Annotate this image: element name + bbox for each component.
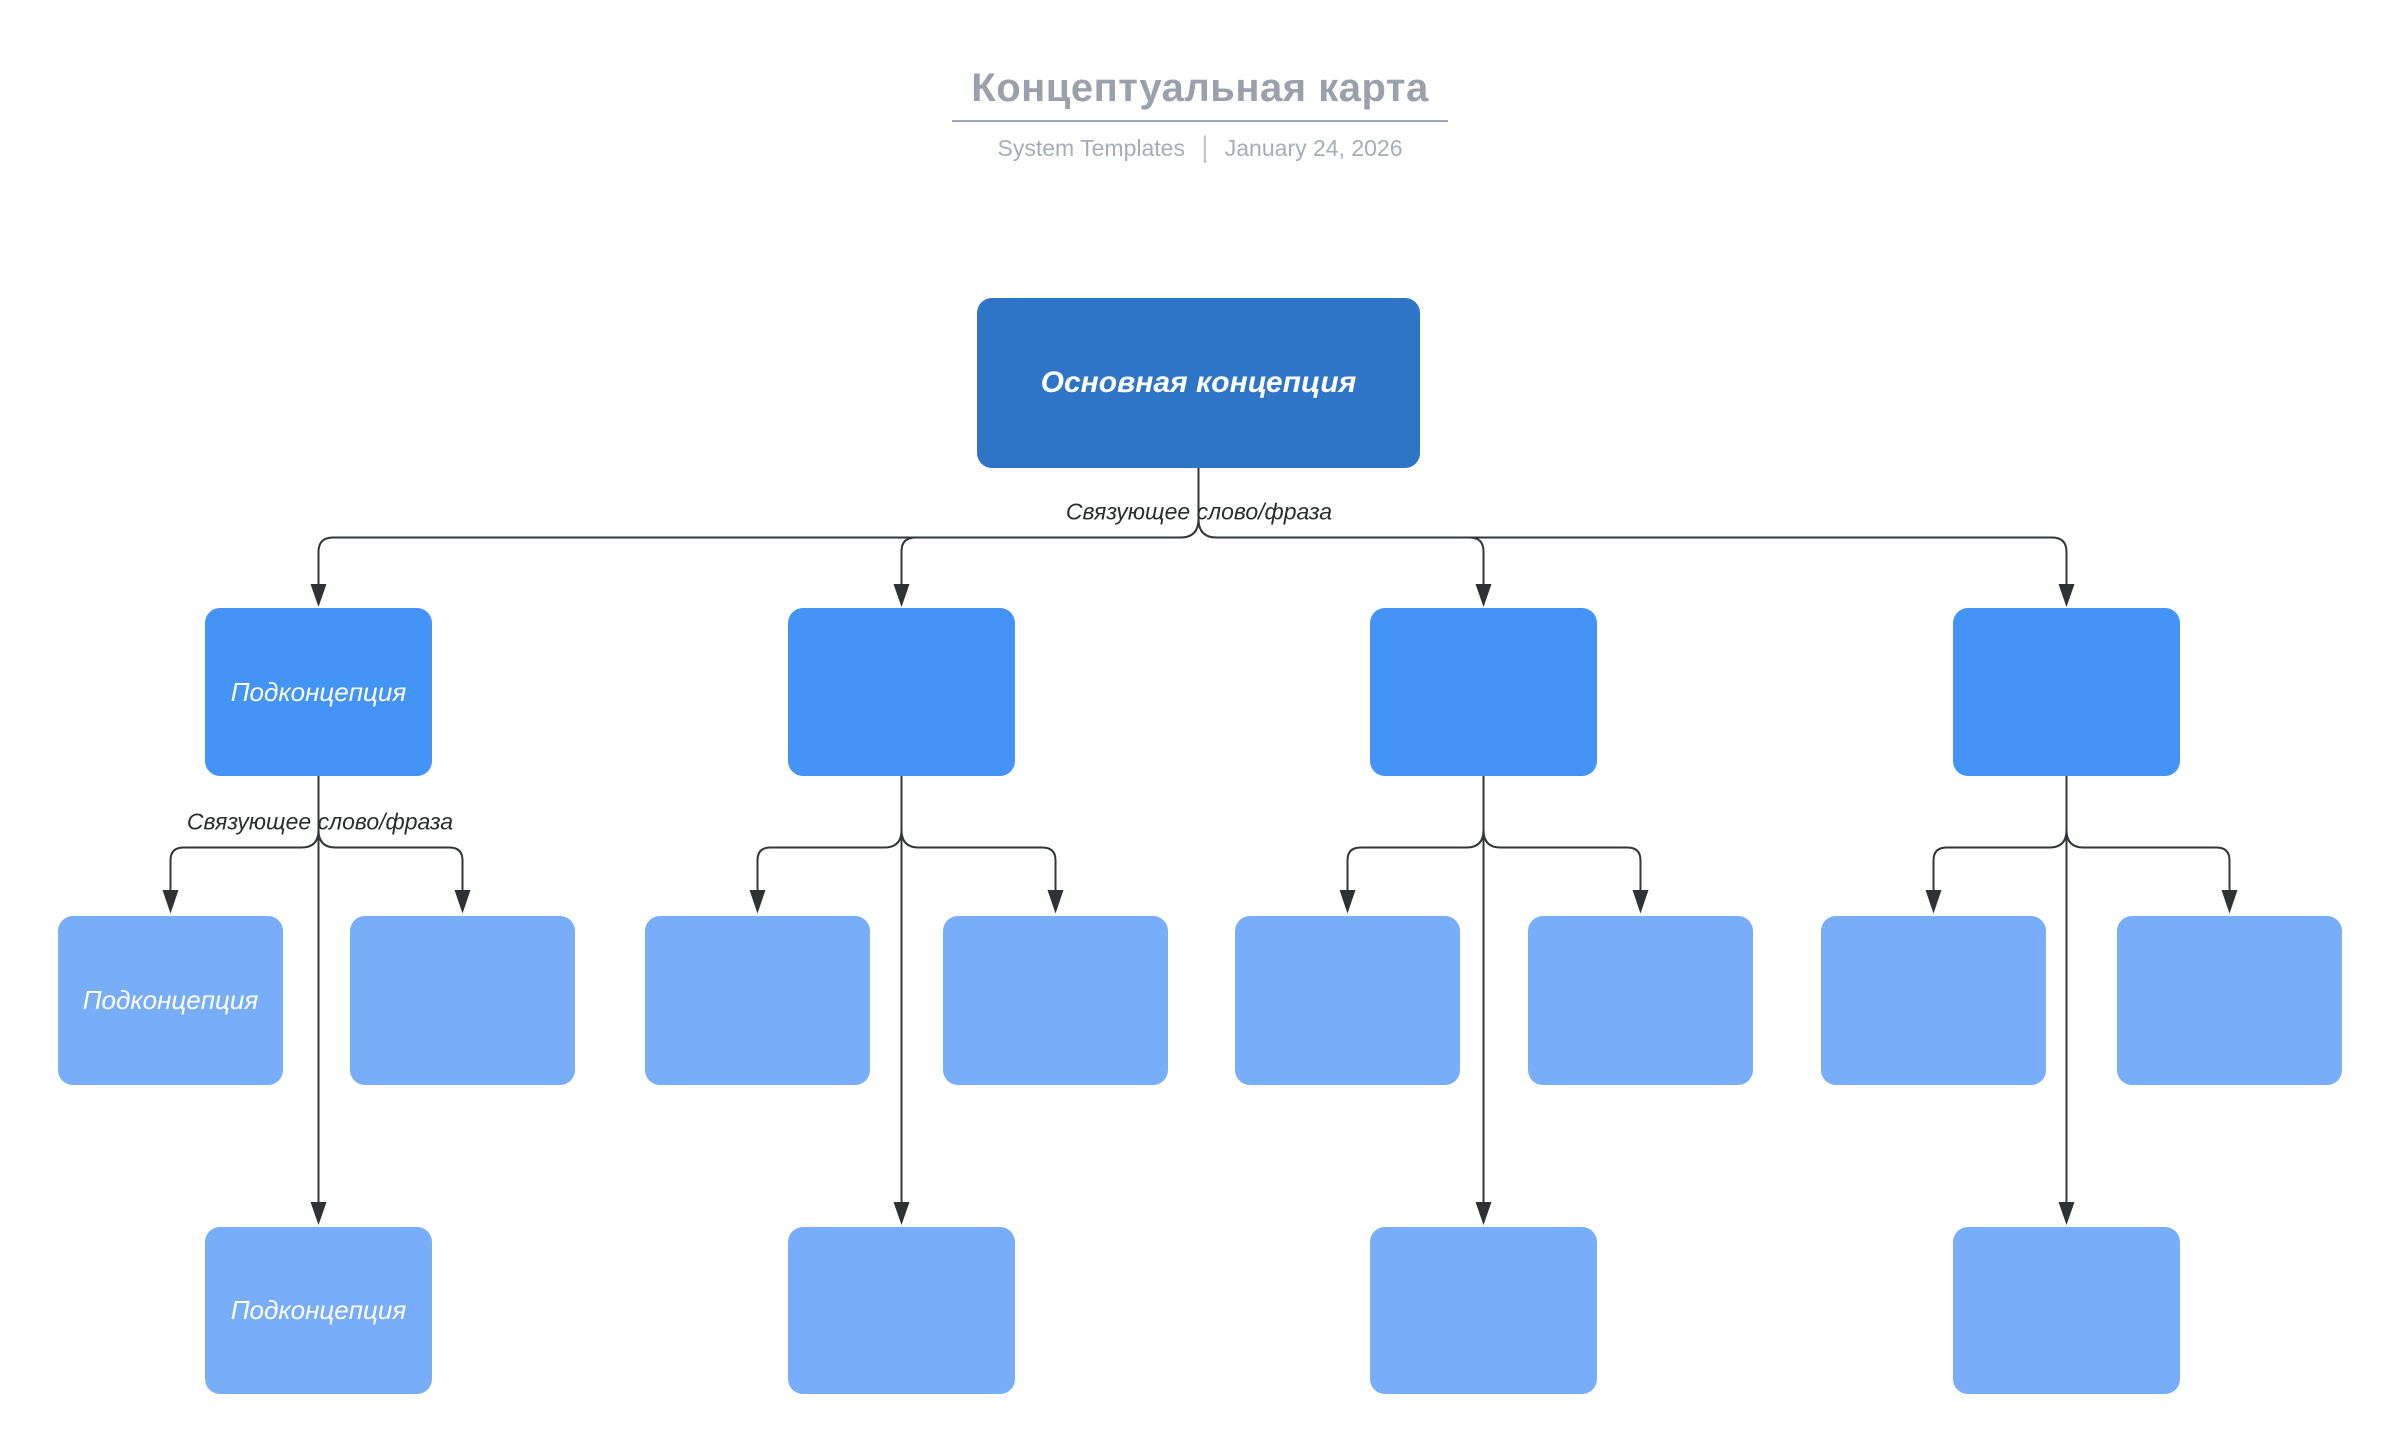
- arrowhead: [2221, 890, 2238, 914]
- connector-path: [900, 536, 916, 584]
- main-concept-node[interactable]: Основная концепция: [977, 298, 1420, 468]
- arrowhead: [749, 890, 766, 914]
- bottom-node-2[interactable]: [788, 1227, 1015, 1394]
- leaf-node-1a[interactable]: Подконцепция: [58, 916, 283, 1085]
- connector-path: [169, 829, 320, 890]
- tree-level1: [310, 468, 2075, 607]
- bottom-node-1[interactable]: Подконцепция: [205, 1227, 432, 1394]
- leaf-node-3b[interactable]: [1528, 916, 1753, 1085]
- connector-path: [1469, 536, 1485, 584]
- connector-path: [2065, 829, 2231, 890]
- arrowhead: [310, 1202, 327, 1225]
- arrowhead: [1475, 584, 1492, 607]
- connector-path: [756, 829, 903, 890]
- bottom-node-3[interactable]: [1370, 1227, 1597, 1394]
- leaf-label: Подконцепция: [82, 985, 259, 1015]
- header: Концептуальная карта System Templates | …: [0, 0, 2400, 164]
- arrowhead: [1047, 890, 1064, 914]
- subtitle-separator: |: [1200, 131, 1209, 164]
- main-concept-label: Основная концепция: [1040, 366, 1357, 399]
- tree-branch-3: [1339, 776, 1649, 1225]
- connector-path: [900, 829, 1057, 890]
- connector-path: [1482, 829, 1642, 890]
- connector-path: [317, 518, 1200, 584]
- title-underline: [952, 120, 1448, 122]
- leaf-node-4b[interactable]: [2117, 916, 2342, 1085]
- arrowhead: [162, 890, 179, 914]
- connector-path: [1346, 829, 1485, 890]
- arrowhead: [310, 584, 327, 607]
- subconcept-node-3[interactable]: [1370, 608, 1597, 776]
- connector-path: [317, 829, 464, 890]
- arrowhead: [893, 1202, 910, 1225]
- tree-branch-1: [162, 776, 471, 1225]
- subtitle-source: System Templates: [997, 134, 1185, 161]
- connector-path: [1932, 829, 2068, 890]
- arrowhead: [2058, 584, 2075, 607]
- arrowhead: [893, 584, 910, 607]
- leaf-node-4a[interactable]: [1821, 916, 2046, 1085]
- leaf-node-1b[interactable]: [350, 916, 575, 1085]
- arrowhead: [2058, 1202, 2075, 1225]
- arrowhead: [1632, 890, 1649, 914]
- subtitle-date: January 24, 2026: [1224, 134, 1403, 161]
- subconcept-node-4[interactable]: [1953, 608, 2180, 776]
- leaf-node-2b[interactable]: [943, 916, 1168, 1085]
- arrowhead: [1339, 890, 1356, 914]
- arrowhead: [454, 890, 471, 914]
- arrowhead: [1925, 890, 1942, 914]
- tree-branch-2: [749, 776, 1064, 1225]
- connector-path: [1197, 518, 2068, 584]
- subconcept-label: Подконцепция: [230, 676, 407, 707]
- bottom-label: Подконцепция: [230, 1295, 407, 1325]
- link-phrase-label-top: Связующее слово/фраза: [1065, 498, 1333, 525]
- subconcept-node-2[interactable]: [788, 608, 1015, 776]
- leaf-node-3a[interactable]: [1235, 916, 1460, 1085]
- page-title: Концептуальная карта: [971, 66, 1429, 110]
- subtitle: System Templates | January 24, 2026: [0, 131, 2400, 164]
- leaf-node-2a[interactable]: [645, 916, 870, 1085]
- subconcept-node-1[interactable]: Подконцепция: [205, 608, 432, 776]
- link-phrase-label-branch: Связующее слово/фраза: [186, 808, 454, 835]
- tree-branch-4: [1925, 776, 2238, 1225]
- bottom-node-4[interactable]: [1953, 1227, 2180, 1394]
- arrowhead: [1475, 1202, 1492, 1225]
